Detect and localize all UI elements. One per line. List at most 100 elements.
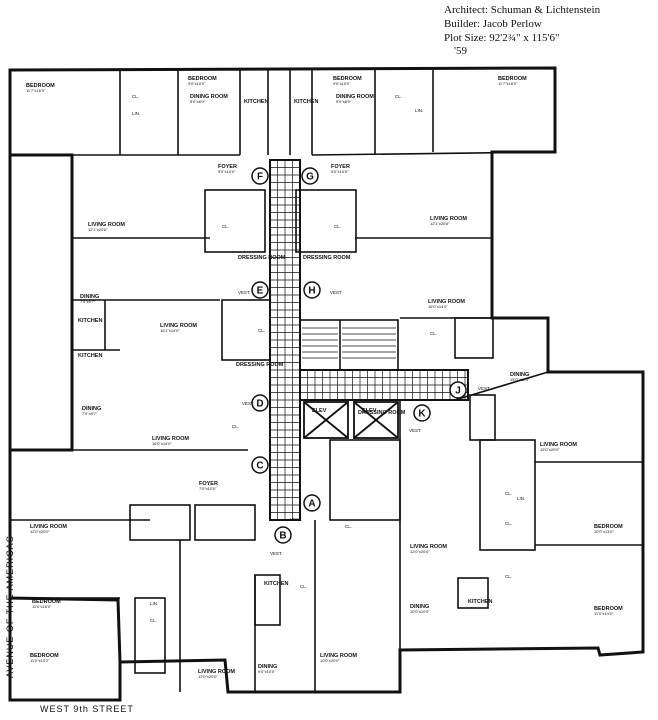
room-label: LIVING ROOM: [430, 216, 467, 222]
fixture-label: CL.: [505, 574, 512, 579]
room-label: DINING: [510, 372, 529, 378]
street-label-left: AVENUE OF THE AMERICAS: [5, 535, 15, 678]
room-dimension: 10'0"x20'0": [320, 658, 340, 663]
room-label: DINING: [410, 604, 429, 610]
elevator-label: ELEV: [362, 408, 377, 414]
svg-text:B: B: [279, 531, 286, 542]
room-label: BEDROOM: [333, 76, 362, 82]
room-dimension: 10'0"x13'0": [594, 529, 614, 534]
room-dimension: 7'0"x10'0": [199, 486, 217, 491]
room-label: KITCHEN: [294, 99, 318, 105]
room-label: LIVING ROOM: [428, 299, 465, 305]
svg-text:F: F: [257, 172, 263, 183]
room-dimension: 9'0"x8'0": [190, 99, 206, 104]
apartment-marker-j: J: [449, 381, 467, 399]
apartment-marker-g: G: [301, 167, 319, 185]
room-label: LIVING ROOM: [152, 436, 189, 442]
fixture-label: CL.: [505, 491, 512, 496]
room-label: LIVING ROOM: [540, 442, 577, 448]
room-label: FOYER: [199, 481, 218, 487]
room-label: LIVING ROOM: [160, 323, 197, 329]
room-dimension: 7'0"x9'7": [80, 299, 96, 304]
apartment-marker-k: K: [413, 404, 431, 422]
svg-text:J: J: [455, 386, 461, 397]
room-label: BEDROOM: [188, 76, 217, 82]
elevator-label: ELEV: [312, 408, 327, 414]
room-label: BEDROOM: [498, 76, 527, 82]
room-label: FOYER: [218, 164, 237, 170]
room-dimension: 7'0"x9'7": [82, 411, 98, 416]
fixture-label: LIN.: [415, 108, 423, 113]
year-label: '59: [454, 45, 467, 57]
svg-text:K: K: [418, 409, 426, 420]
svg-text:H: H: [308, 286, 315, 297]
apartment-marker-c: C: [251, 456, 269, 474]
room-dimension: 11'0"x16'0": [32, 604, 52, 609]
architect-credit: Architect: Schuman & Lichtenstein: [444, 4, 601, 16]
room-label: DRESSING ROOM: [303, 255, 351, 261]
room-label: LIVING ROOM: [410, 544, 447, 550]
fixture-label: VEST.: [478, 386, 491, 391]
room-dimension: 12'1"x20'6": [430, 221, 450, 226]
room-dimension: 16'0"x14'0": [152, 441, 172, 446]
room-dimension: 12'0"x20'0": [198, 674, 218, 679]
room-label: DINING: [258, 664, 277, 670]
room-dimension: 9'0"x10'0": [258, 669, 276, 674]
room-label: FOYER: [331, 164, 350, 170]
fixture-label: CL.: [300, 584, 307, 589]
room-dimension: 5'0"x10'0": [218, 169, 236, 174]
fixture-label: VEST.: [242, 401, 255, 406]
apartment-marker-f: F: [251, 167, 269, 185]
room-label: KITCHEN: [78, 318, 102, 324]
room-label: KITCHEN: [468, 599, 492, 605]
apartment-marker-h: H: [303, 281, 321, 299]
room-label: BEDROOM: [32, 599, 61, 605]
room-dimension: 12'1"x20'6": [88, 227, 108, 232]
svg-text:G: G: [306, 172, 314, 183]
room-dimension: 11'0"x14'0": [594, 611, 614, 616]
fixture-label: CL.: [345, 524, 352, 529]
room-label: BEDROOM: [26, 83, 55, 89]
room-dimension: 5'0"x10'0": [331, 169, 349, 174]
fixture-label: LIN.: [132, 111, 140, 116]
apartment-marker-e: E: [251, 281, 269, 299]
room-label: DINING: [82, 406, 101, 412]
room-label: LIVING ROOM: [198, 669, 235, 675]
svg-text:E: E: [257, 286, 264, 297]
room-label: KITCHEN: [264, 581, 288, 587]
room-label: DRESSING ROOM: [358, 410, 406, 416]
fixture-label: CL.: [132, 94, 139, 99]
room-dimension: 16'0"x14'0": [428, 304, 448, 309]
fixture-label: LIN.: [517, 496, 525, 501]
room-label: KITCHEN: [244, 99, 268, 105]
fixture-label: CL.: [505, 521, 512, 526]
room-label: LIVING ROOM: [320, 653, 357, 659]
fixture-label: VEST.: [330, 290, 343, 295]
fixture-label: VEST.: [270, 551, 283, 556]
svg-text:C: C: [256, 461, 263, 472]
room-dimension: 16'1"x14'0": [160, 328, 180, 333]
builder-credit: Builder: Jacob Perlow: [444, 18, 542, 30]
fixture-label: CL.: [232, 424, 239, 429]
fixture-label: CL.: [258, 328, 265, 333]
street-label-bottom: WEST 9th STREET: [40, 704, 134, 714]
fixture-label: CL.: [150, 618, 157, 623]
room-label: BEDROOM: [30, 653, 59, 659]
apartment-marker-b: B: [274, 526, 292, 544]
room-dimension: 10'0"x10'0": [410, 609, 430, 614]
room-dimension: 11'7"x16'0": [26, 88, 46, 93]
room-label: LIVING ROOM: [30, 524, 67, 530]
room-dimension: 12'0"x20'0": [410, 549, 430, 554]
room-label: DINING: [80, 294, 99, 300]
fixture-label: VEST.: [238, 290, 251, 295]
fixture-label: VEST.: [290, 517, 303, 522]
room-label: DINING ROOM: [336, 94, 374, 100]
fixture-label: LIN.: [150, 601, 158, 606]
fixture-label: CL.: [430, 331, 437, 336]
room-dimension: 15'0"x11'0": [510, 377, 530, 382]
fixture-label: CL.: [395, 94, 402, 99]
room-dimension: 11'0"x13'2": [30, 658, 50, 663]
svg-text:A: A: [308, 499, 315, 510]
room-label: LIVING ROOM: [88, 222, 125, 228]
